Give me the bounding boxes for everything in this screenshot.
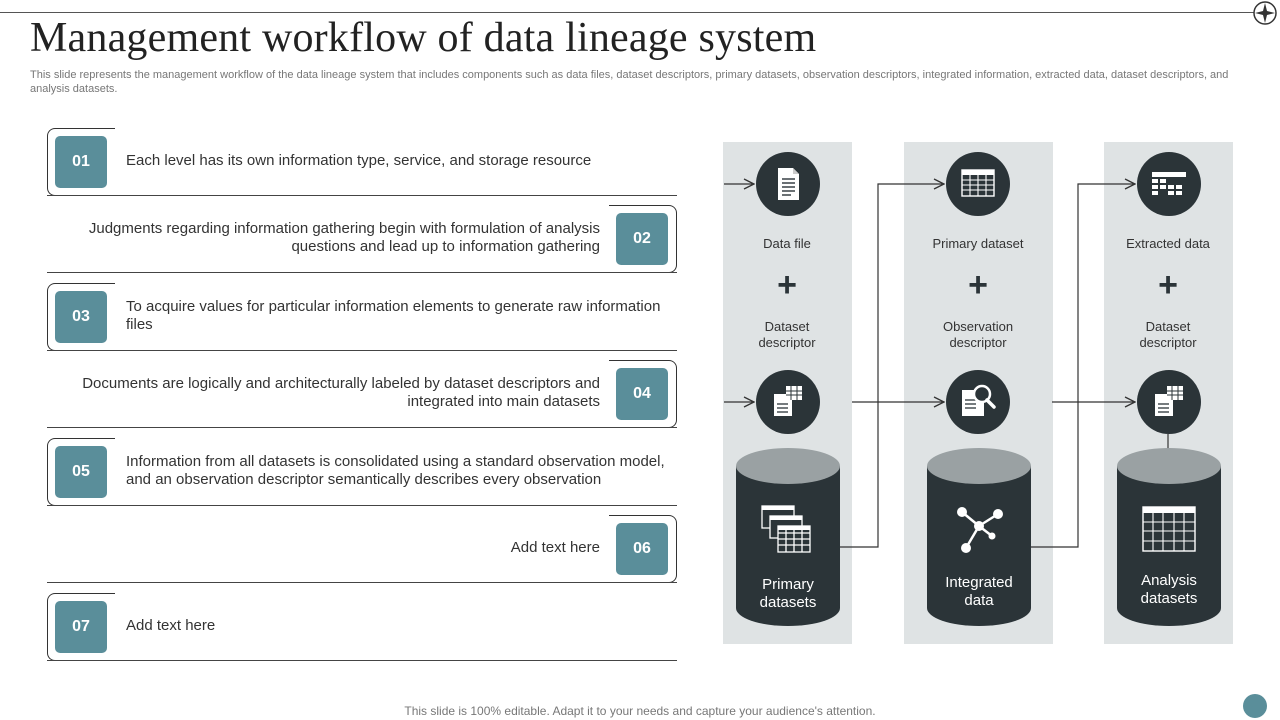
label-dataset-descriptor: Dataset descriptor (758, 319, 816, 350)
step-number: 02 (616, 213, 668, 265)
stacked-table-documents-icon (756, 370, 820, 434)
step-badge: 05 (47, 438, 115, 506)
stacked-table-documents-icon (1137, 370, 1201, 434)
plus-icon: + (777, 266, 797, 304)
label-observation-descriptor: Observation descriptor (942, 319, 1014, 350)
step-divider (47, 505, 677, 506)
cylinder-body (1117, 466, 1221, 626)
cylinder-cap (736, 448, 840, 484)
network-icon (957, 507, 1003, 553)
label-data-file: Data file (763, 236, 811, 251)
footer-note: This slide is 100% editable. Adapt it to… (404, 704, 876, 718)
step-badge: 06 (609, 515, 677, 583)
step-number: 05 (55, 446, 107, 498)
label-primary-dataset: Primary dataset (932, 236, 1024, 251)
step-number: 07 (55, 601, 107, 653)
step-07: 07 Add text here (47, 593, 677, 661)
corner-decoration (1243, 694, 1267, 718)
cylinder-cap (927, 448, 1031, 484)
step-number: 01 (55, 136, 107, 188)
step-03: 03 To acquire values for particular info… (47, 283, 677, 351)
table-icon (1142, 506, 1196, 552)
magnifier-document-icon (946, 370, 1010, 434)
step-number: 06 (616, 523, 668, 575)
step-divider (47, 195, 677, 196)
storage-integrated-data: Integrated data (927, 448, 1031, 646)
page-title: Management workflow of data lineage syst… (30, 15, 817, 61)
storage-label: Primary datasets (759, 576, 817, 611)
storage-label: Analysis datasets (1140, 572, 1198, 607)
step-text: To acquire values for particular informa… (126, 298, 661, 333)
step-04: 04 Documents are logically and architect… (47, 360, 677, 428)
partial-table-icon (1137, 152, 1201, 216)
step-divider (47, 582, 677, 583)
step-divider (47, 272, 677, 273)
top-rule (0, 12, 1256, 13)
step-text: Add text here (126, 617, 216, 634)
cylinder-body (927, 466, 1031, 626)
step-01: 01 Each level has its own information ty… (47, 128, 677, 196)
step-text: Information from all datasets is consoli… (126, 453, 665, 488)
step-text: Add text here (510, 539, 600, 556)
step-text: Judgments regarding information gatherin… (88, 220, 600, 255)
storage-primary-datasets: Primary datasets (736, 448, 840, 646)
step-badge: 03 (47, 283, 115, 351)
step-badge: 04 (609, 360, 677, 428)
step-number: 04 (616, 368, 668, 420)
step-divider (47, 660, 677, 661)
step-text: Documents are logically and architectura… (82, 375, 600, 410)
step-05: 05 Information from all datasets is cons… (47, 438, 677, 506)
step-text: Each level has its own information type,… (126, 152, 592, 169)
plus-icon: + (1158, 266, 1178, 304)
step-06: 06 Add text here (47, 515, 677, 583)
step-divider (47, 350, 677, 351)
storage-label: Integrated data (945, 574, 1013, 609)
page-subtitle: This slide represents the management wor… (30, 69, 1229, 95)
step-divider (47, 427, 677, 428)
step-02: 02 Judgments regarding information gathe… (47, 205, 677, 273)
compass-icon (1253, 1, 1277, 25)
label-extracted-data: Extracted data (1126, 236, 1210, 251)
document-icon (756, 152, 820, 216)
plus-icon: + (968, 266, 988, 304)
storage-analysis-datasets: Analysis datasets (1117, 448, 1221, 646)
stacked-tables-icon (761, 505, 811, 553)
step-number: 03 (55, 291, 107, 343)
cylinder-cap (1117, 448, 1221, 484)
table-icon (946, 152, 1010, 216)
label-dataset-descriptor: Dataset descriptor (1139, 319, 1197, 350)
